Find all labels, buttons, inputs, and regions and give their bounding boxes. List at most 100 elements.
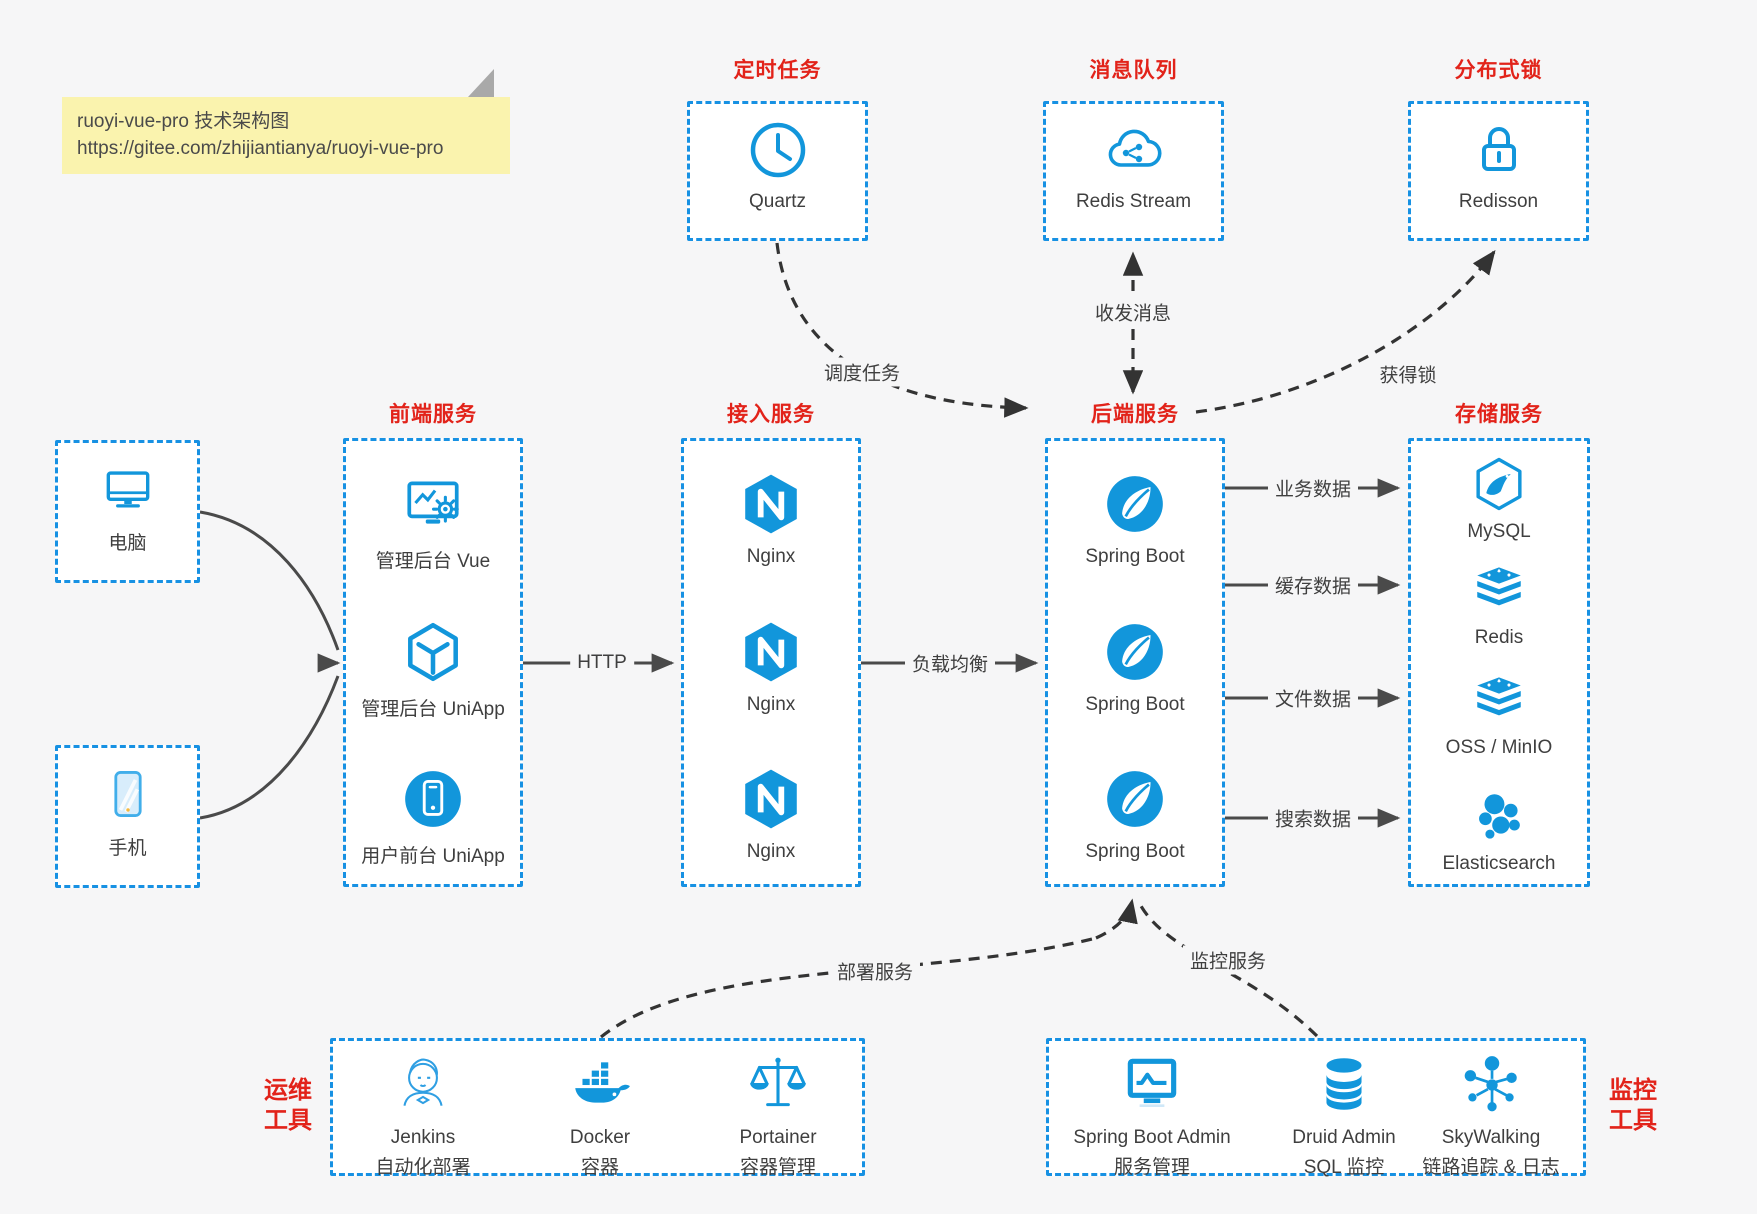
node-docker: Docker 容器 xyxy=(514,1051,686,1179)
node-nginx-3: Nginx xyxy=(684,766,858,863)
group-devops: Jenkins 自动化部署 Docker 容器 Portainer 容器管理 xyxy=(330,1038,865,1179)
node-sublabel: 服务管理 xyxy=(1113,1157,1190,1178)
node-spring-boot-admin: Spring Boot Admin 服务管理 xyxy=(1057,1051,1247,1179)
node-sublabel: SQL 监控 xyxy=(1303,1157,1385,1178)
note-url: https://gitee.com/zhijiantianya/ruoyi-vu… xyxy=(77,138,444,159)
node-nginx-2: Nginx xyxy=(684,619,858,716)
uniapp-cube-icon xyxy=(400,619,466,685)
group-frontend: 管理后台 Vue 管理后台 UniApp 用户前台 UniApp xyxy=(343,438,523,887)
node-label: Redis Stream xyxy=(1075,191,1192,212)
node-label: Spring Boot xyxy=(1085,841,1185,862)
nginx-icon xyxy=(738,471,804,537)
node-label: Druid Admin xyxy=(1292,1127,1396,1148)
mobile-icon xyxy=(98,764,158,824)
cloud-mq-icon xyxy=(1102,118,1166,182)
edge-label-http: HTTP xyxy=(570,651,634,675)
node-admin-uniapp: 管理后台 UniApp xyxy=(346,619,520,721)
group-title-backend: 后端服务 xyxy=(1091,403,1179,426)
node-sublabel: 容器 xyxy=(580,1157,619,1178)
node-redis: Redis xyxy=(1411,561,1587,649)
oss-icon xyxy=(1470,671,1528,729)
node-jenkins: Jenkins 自动化部署 xyxy=(337,1051,509,1179)
nginx-icon xyxy=(738,619,804,685)
node-portainer: Portainer 容器管理 xyxy=(692,1051,864,1179)
node-label: 用户前台 UniApp xyxy=(361,846,505,867)
clock-icon xyxy=(746,118,810,182)
desktop-icon xyxy=(98,459,158,519)
node-label: 手机 xyxy=(108,838,147,859)
node-label: MySQL xyxy=(1467,521,1531,542)
node-label: 管理后台 UniApp xyxy=(361,699,505,720)
edge-label-send-receive-msg: 收发消息 xyxy=(1087,297,1179,327)
node-label: Elasticsearch xyxy=(1442,853,1556,874)
note-fold-corner xyxy=(468,69,494,97)
edge-label-monitor-service: 监控服务 xyxy=(1182,945,1274,975)
node-springboot-1: Spring Boot xyxy=(1048,471,1222,568)
node-quartz: Quartz xyxy=(690,118,865,213)
node-redisson: Redisson xyxy=(1411,118,1586,213)
side-label-devops: 运维 工具 xyxy=(253,1076,323,1136)
node-sublabel: 链路追踪 & 日志 xyxy=(1422,1157,1560,1178)
edge-label-file-data: 文件数据 xyxy=(1267,683,1359,713)
spring-icon xyxy=(1102,619,1168,685)
nginx-icon xyxy=(738,766,804,832)
skywalking-icon xyxy=(1458,1051,1524,1117)
node-label: Portainer xyxy=(739,1127,817,1148)
node-skywalking: SkyWalking 链路追踪 & 日志 xyxy=(1396,1051,1586,1179)
node-elasticsearch: Elasticsearch xyxy=(1411,787,1587,875)
group-monitor: Spring Boot Admin 服务管理 Druid Admin SQL 监… xyxy=(1046,1038,1586,1179)
side-label-line: 工具 xyxy=(1609,1107,1657,1134)
group-title-scheduler: 定时任务 xyxy=(733,59,822,82)
user-app-icon xyxy=(400,766,466,832)
mysql-icon xyxy=(1470,455,1528,513)
group-mq: Redis Stream xyxy=(1043,101,1224,241)
node-sublabel: 容器管理 xyxy=(739,1157,816,1178)
node-label: Nginx xyxy=(746,546,796,567)
edge-label-acquire-lock: 获得锁 xyxy=(1372,359,1444,389)
node-label: Spring Boot xyxy=(1085,546,1185,567)
node-label: Nginx xyxy=(746,694,796,715)
node-label: Quartz xyxy=(748,191,807,212)
side-label-line: 监控 xyxy=(1609,1077,1657,1104)
node-label: Spring Boot xyxy=(1085,694,1185,715)
node-label: Redisson xyxy=(1458,191,1539,212)
edge-label-cache-data: 缓存数据 xyxy=(1267,570,1359,600)
node-admin-vue: 管理后台 Vue xyxy=(346,471,520,573)
side-label-line: 工具 xyxy=(264,1107,312,1134)
side-label-line: 运维 xyxy=(264,1077,312,1104)
node-user-uniapp: 用户前台 UniApp xyxy=(346,766,520,868)
node-druid: Druid Admin SQL 监控 xyxy=(1249,1051,1439,1179)
node-springboot-2: Spring Boot xyxy=(1048,619,1222,716)
node-label: Docker xyxy=(569,1127,631,1148)
elasticsearch-icon xyxy=(1470,787,1528,845)
edge-label-deploy-service: 部署服务 xyxy=(829,956,921,986)
node-springboot-3: Spring Boot xyxy=(1048,766,1222,863)
node-redis-stream: Redis Stream xyxy=(1046,118,1221,213)
group-title-mq: 消息队列 xyxy=(1089,59,1178,82)
note-title: ruoyi-vue-pro 技术架构图 xyxy=(77,111,290,132)
node-pc: 电脑 xyxy=(58,459,197,555)
node-label: Jenkins xyxy=(390,1127,456,1148)
jenkins-icon xyxy=(390,1051,456,1117)
node-label: SkyWalking xyxy=(1441,1127,1541,1148)
lock-icon xyxy=(1467,118,1531,182)
edge-label-load-balance: 负载均衡 xyxy=(904,648,996,678)
sticky-note: ruoyi-vue-pro 技术架构图 https://gitee.com/zh… xyxy=(62,69,510,174)
edge-label-schedule-task: 调度任务 xyxy=(816,357,908,387)
spring-icon xyxy=(1102,471,1168,537)
side-label-monitor: 监控 工具 xyxy=(1598,1076,1668,1136)
group-scheduler: Quartz xyxy=(687,101,868,241)
group-storage: MySQL Redis OSS / MinIO Elasticsearch xyxy=(1408,438,1590,887)
group-title-gateway: 接入服务 xyxy=(727,403,815,426)
node-label: Spring Boot Admin xyxy=(1073,1127,1231,1148)
node-label: 电脑 xyxy=(108,533,147,554)
admin-vue-icon xyxy=(400,471,466,537)
portainer-icon xyxy=(745,1051,811,1117)
edge-label-search-data: 搜索数据 xyxy=(1267,803,1359,833)
group-backend: Spring Boot Spring Boot Spring Boot xyxy=(1045,438,1225,887)
node-mysql: MySQL xyxy=(1411,455,1587,543)
spring-boot-admin-icon xyxy=(1119,1051,1185,1117)
node-label: 管理后台 Vue xyxy=(375,551,491,572)
client-mobile: 手机 xyxy=(55,745,200,888)
edge-label-biz-data: 业务数据 xyxy=(1267,473,1359,503)
